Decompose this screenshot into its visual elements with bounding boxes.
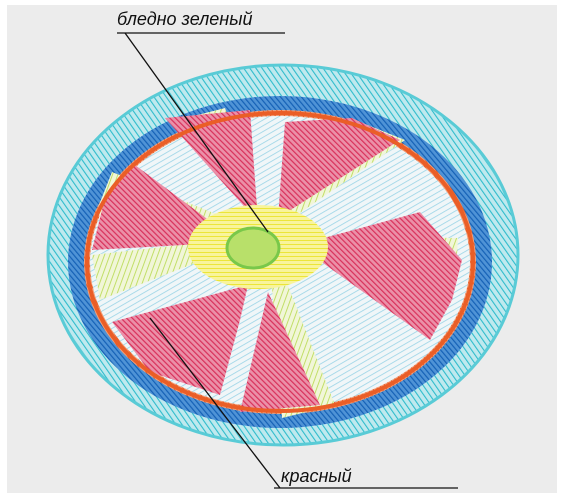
label-pale-green: бледно зеленый — [117, 9, 252, 30]
label-red: красный — [281, 466, 352, 487]
green-core — [227, 228, 279, 268]
